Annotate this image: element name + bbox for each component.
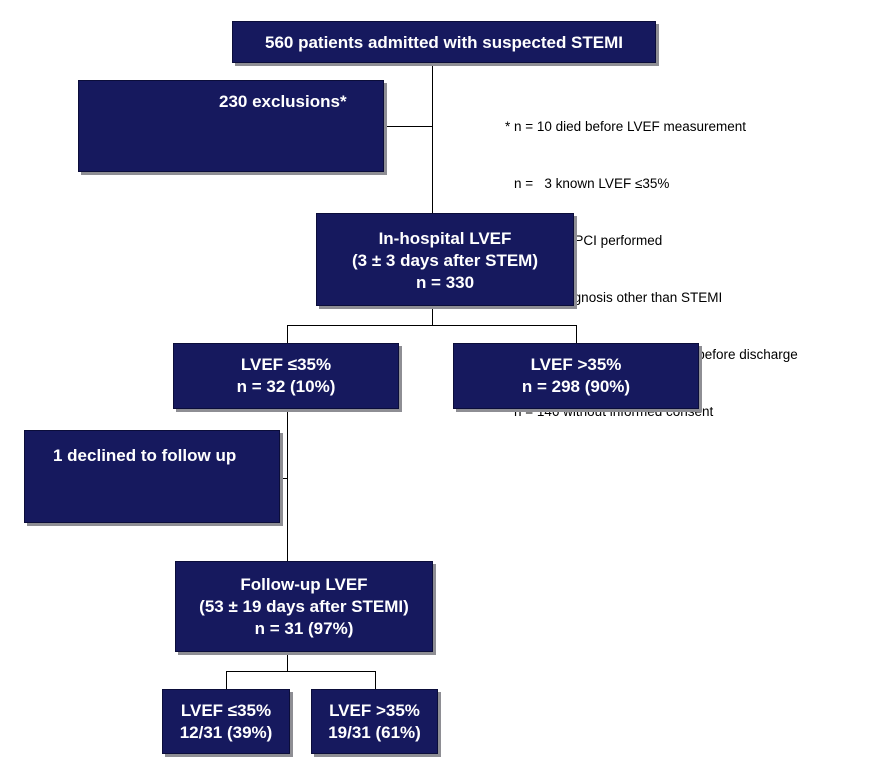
lvef-low-title: LVEF ≤35% — [240, 355, 332, 374]
final-high-title: LVEF >35% — [329, 701, 420, 720]
followup-title: Follow-up LVEF — [240, 575, 368, 594]
exclusions-box: 230 exclusions* — [78, 80, 384, 172]
lvef-high-count: n = 298 (90%) — [521, 377, 631, 396]
footnote-line: * n = 10 died before LVEF measurement — [505, 119, 747, 134]
inhospital-days: (3 ± 3 days after STEM) — [352, 251, 538, 270]
exclusions-box-text: 230 exclusions* — [219, 92, 347, 111]
connector-declined — [281, 478, 288, 479]
followup-count: n = 31 (97%) — [254, 619, 354, 638]
connector-to-final-low — [226, 671, 227, 689]
connector-to-final-high — [375, 671, 376, 689]
lvef-high-title: LVEF >35% — [530, 355, 622, 374]
top-box-text: 560 patients admitted with suspected STE… — [264, 33, 624, 52]
connector-inhospital-down — [432, 306, 433, 326]
final-low-count: 12/31 (39%) — [179, 723, 273, 742]
connector-to-lvef-high — [576, 325, 577, 343]
inhospital-count: n = 330 — [415, 273, 475, 292]
inhospital-lvef-box: In-hospital LVEF (3 ± 3 days after STEM)… — [316, 213, 574, 306]
final-high-box: LVEF >35% 19/31 (61%) — [311, 689, 438, 754]
followup-lvef-box: Follow-up LVEF (53 ± 19 days after STEMI… — [175, 561, 433, 652]
connector-top-to-inhospital — [432, 63, 433, 213]
connector-exclusions — [385, 126, 433, 127]
connector-split-2 — [226, 671, 376, 672]
final-low-title: LVEF ≤35% — [180, 701, 272, 720]
final-low-box: LVEF ≤35% 12/31 (39%) — [162, 689, 290, 754]
final-high-count: 19/31 (61%) — [328, 723, 421, 742]
declined-box-text: 1 declined to follow up — [53, 446, 237, 465]
connector-followup-down — [287, 652, 288, 672]
connector-split-1 — [287, 325, 577, 326]
top-box: 560 patients admitted with suspected STE… — [232, 21, 656, 63]
inhospital-title: In-hospital LVEF — [378, 229, 512, 248]
lvef-high-box: LVEF >35% n = 298 (90%) — [453, 343, 699, 409]
lvef-low-box: LVEF ≤35% n = 32 (10%) — [173, 343, 399, 409]
followup-days: (53 ± 19 days after STEMI) — [199, 597, 409, 616]
connector-to-lvef-low — [287, 325, 288, 343]
connector-low-to-followup — [287, 409, 288, 561]
lvef-low-count: n = 32 (10%) — [236, 377, 336, 396]
declined-box: 1 declined to follow up — [24, 430, 280, 523]
footnote-line: n = 3 known LVEF ≤35% — [514, 176, 670, 191]
